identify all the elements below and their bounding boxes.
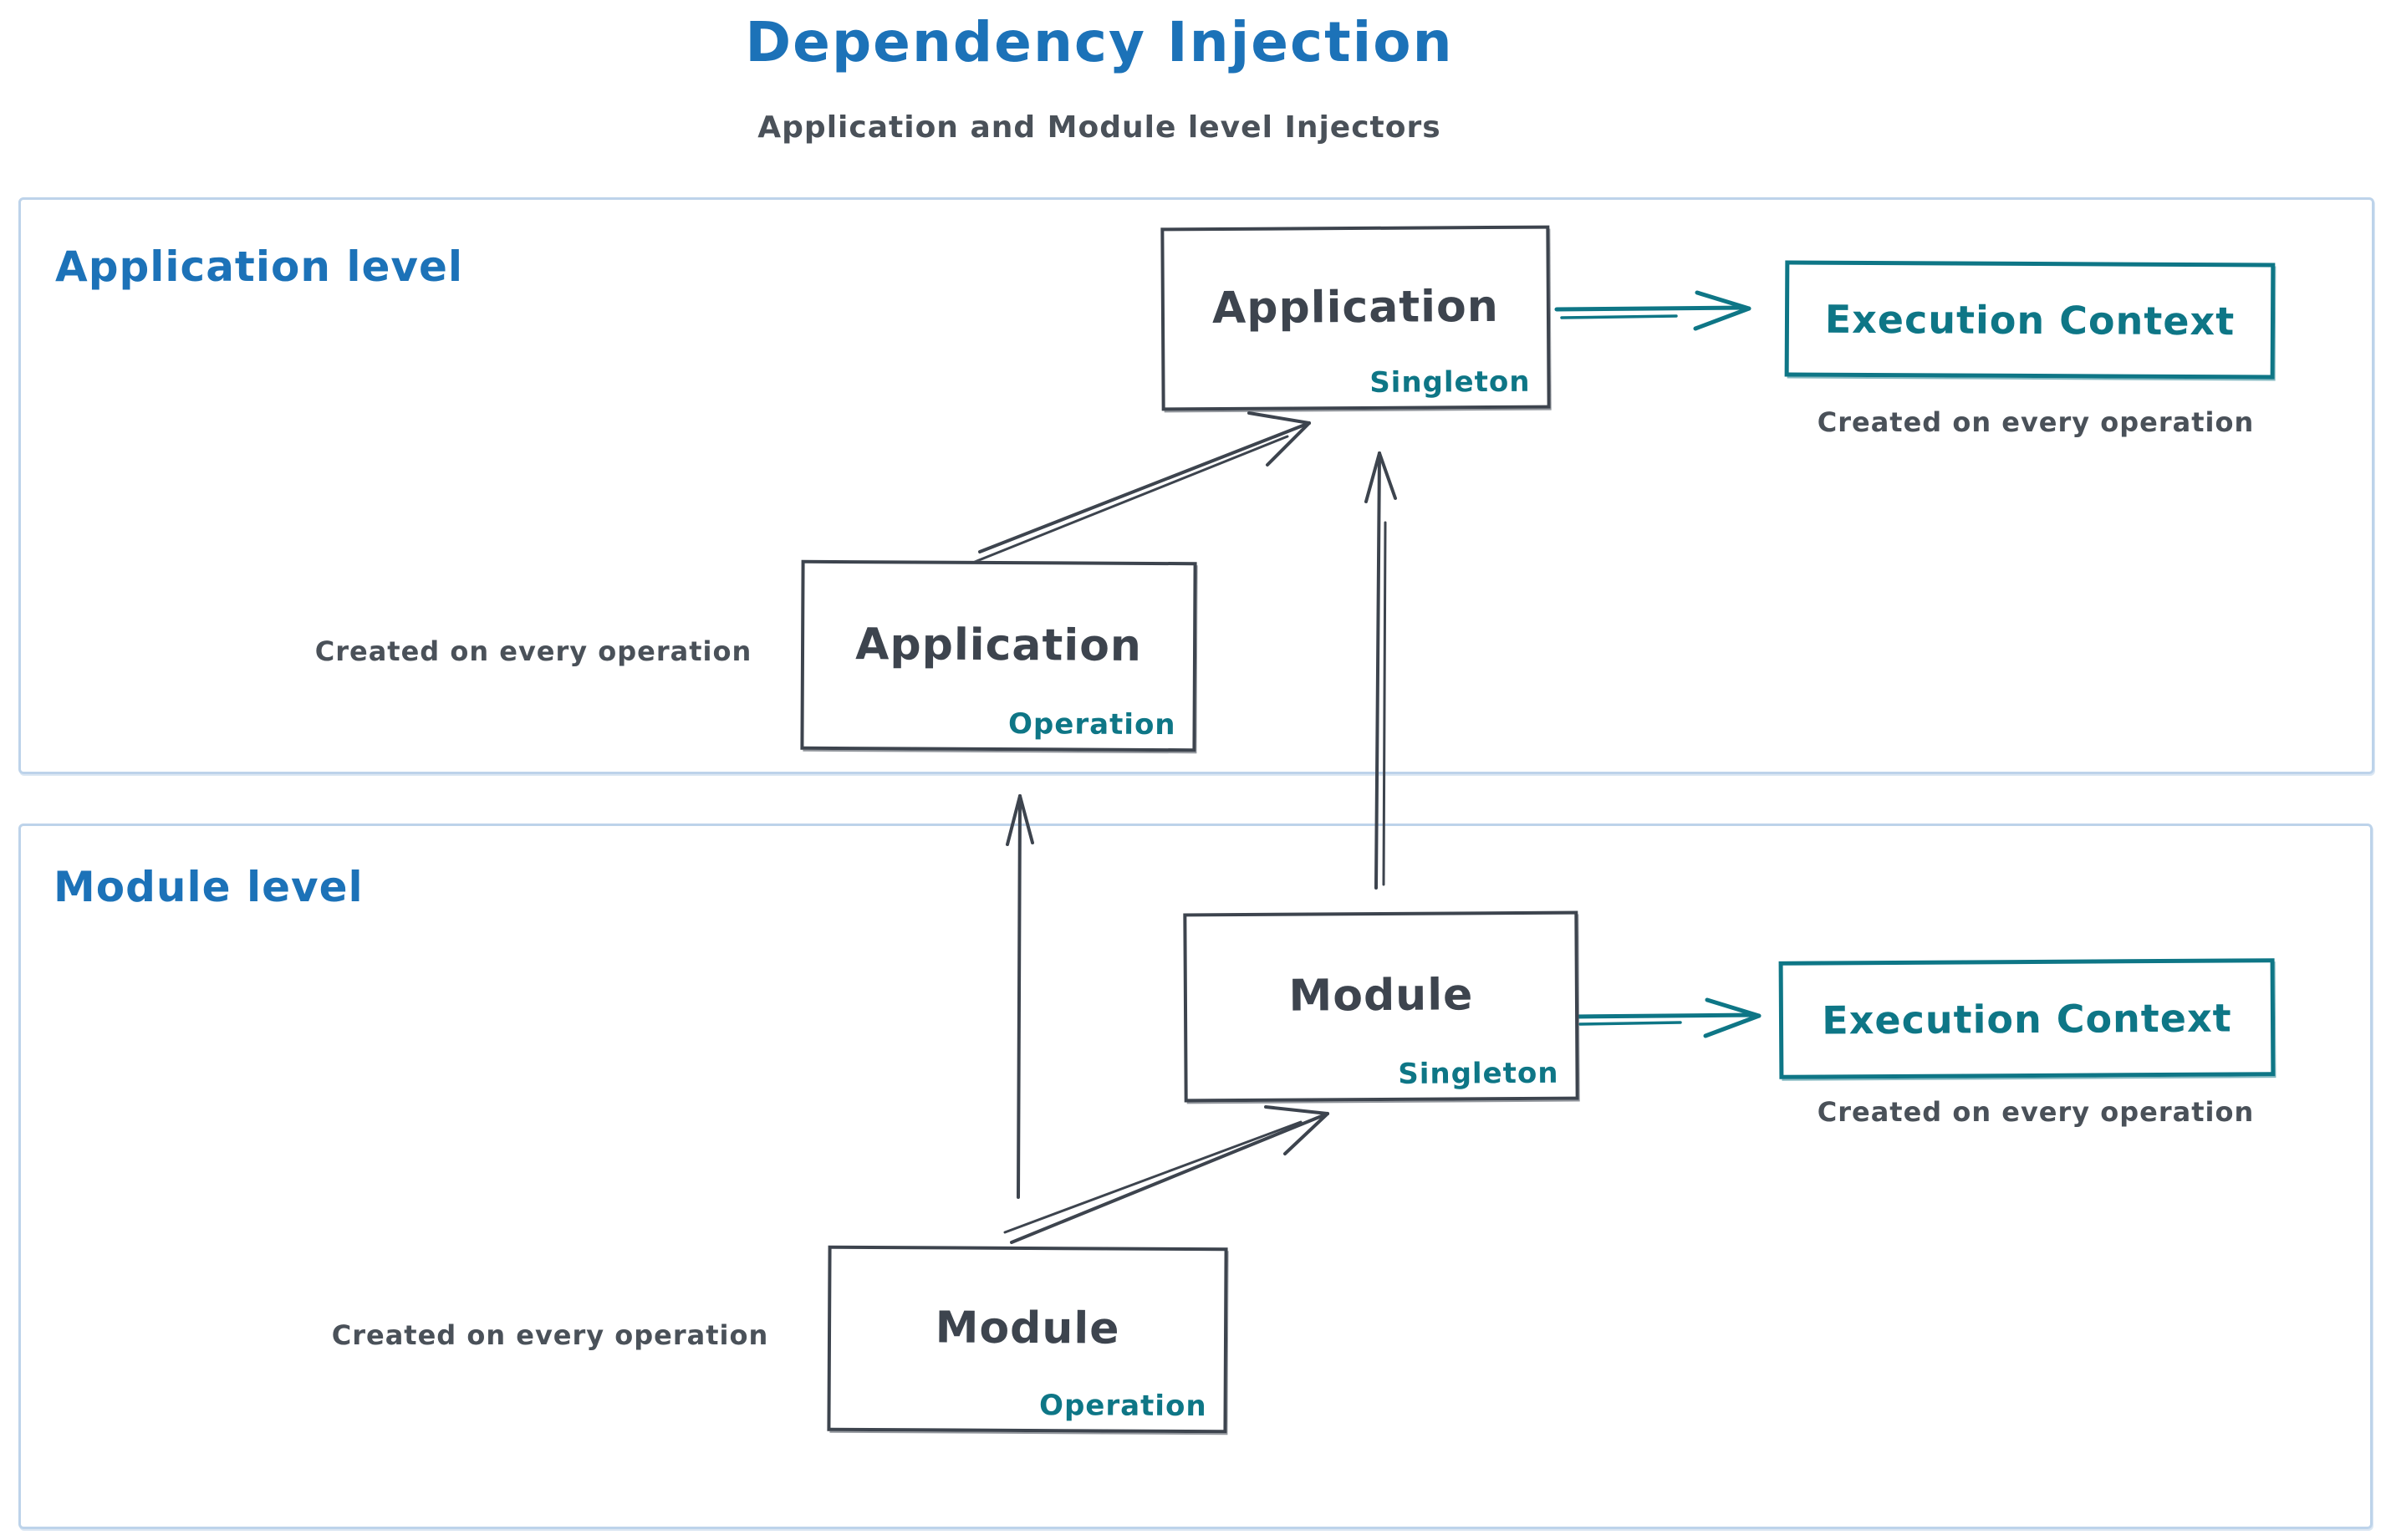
module-operation-box: Module Operation [827, 1245, 1228, 1434]
module-operation-box-title: Module [935, 1303, 1120, 1354]
app-operation-box-title: Application [855, 619, 1143, 671]
module-singleton-box-tag: Singleton [1398, 1056, 1559, 1091]
module-execution-context-box: Execution Context [1778, 958, 2276, 1079]
module-operation-box-tag: Operation [1038, 1389, 1207, 1424]
page-title: Dependency Injection [745, 10, 1454, 74]
app-operation-caption: Created on every operation [314, 635, 752, 667]
app-operation-box: Application Operation [800, 559, 1197, 752]
app-singleton-box-tag: Singleton [1369, 365, 1531, 400]
application-level-section [18, 197, 2374, 774]
module-singleton-box: Module Singleton [1183, 910, 1579, 1103]
app-singleton-box-title: Application [1211, 281, 1499, 334]
app-singleton-box: Application Singleton [1160, 225, 1551, 411]
page-subtitle: Application and Module level Injectors [757, 110, 1441, 145]
app-execution-context-title: Execution Context [1824, 296, 2236, 344]
module-level-label: Module level [54, 863, 364, 911]
module-execution-context-title: Execution Context [1822, 995, 2232, 1043]
module-level-section [18, 824, 2373, 1529]
app-execution-context-caption: Created on every operation [1817, 406, 2255, 438]
module-singleton-box-title: Module [1288, 970, 1474, 1022]
app-operation-box-tag: Operation [1007, 707, 1176, 742]
app-execution-context-box: Execution Context [1784, 260, 2276, 380]
application-level-label: Application level [55, 242, 464, 291]
module-execution-context-caption: Created on every operation [1817, 1096, 2255, 1128]
module-operation-caption: Created on every operation [331, 1319, 769, 1351]
